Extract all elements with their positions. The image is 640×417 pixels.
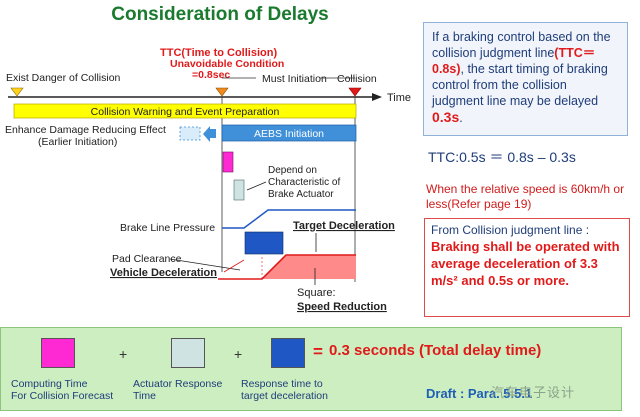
legend-panel: Computing Time For Collision Forecast + … [0,327,622,411]
exist-danger-label: Exist Danger of Collision [6,72,121,84]
vehicle-deceleration-label: Vehicle Deceleration [110,267,217,279]
ttc-value-label: =0.8sec [192,69,230,81]
page-title: Consideration of Delays [111,4,329,25]
enhance-label: Enhance Damage Reducing Effect [5,124,166,136]
exist-danger-marker [10,87,24,97]
info-ttc-value: (TTC＝0.8s) [432,46,596,76]
depend-label-1: Depend on [268,165,317,176]
response-time-label: Response time to target deceleration [241,378,328,402]
info-delay-value: 0.3s [432,109,460,125]
braking-requirement-intro: From Collision judgment line : [431,223,590,237]
brake-line-pressure-label: Brake Line Pressure [120,222,215,234]
computing-time-label: Computing Time For Collision Forecast [11,378,114,402]
pad-clearance-label: Pad Clearance [112,253,182,265]
actuator-response-step [233,179,245,201]
response-time-block [244,231,284,255]
vehicle-deceleration-pointer [223,259,245,273]
pad-clearance-pointer [169,258,241,271]
ttc-formula: TTC:0.5s ＝ 0.8s – 0.3s [428,149,576,165]
time-axis-label: Time [387,92,411,104]
computing-time-step [222,151,234,173]
brake-line-pressure-curve [222,209,356,229]
depend-label-3: Brake Actuator [268,189,334,200]
must-initiation-label: Must Initiation [262,73,327,85]
info-text-2: , the start timing of braking control fr… [432,62,608,108]
aebs-bar [221,124,357,142]
braking-requirement-text: Braking shall be operated with average d… [431,239,620,288]
braking-control-info: If a braking control based on the collis… [423,22,628,136]
total-delay-time: 0.3 seconds (Total delay time) [329,342,542,359]
braking-requirement-box: From Collision judgment line : Braking s… [424,218,630,317]
speed-reduction-label: Speed Reduction [297,301,387,313]
plus-sign-2: + [234,346,243,362]
relative-speed-note: When the relative speed is 60km/h or les… [426,182,625,211]
collision-marker [348,87,362,97]
depend-pointer [246,181,267,191]
target-deceleration-label: Target Deceleration [293,220,395,232]
actuator-response-label: Actuator Response Time [133,378,223,402]
ttc-marker [215,87,229,97]
ttc-label: TTC(Time to Collision) [160,47,277,59]
info-text-1: If a braking control based on the collis… [432,30,611,60]
equals-sign: = [313,342,323,361]
draft-reference: Draft : Para. 5.5.1 [426,386,533,401]
response-time-swatch [271,338,305,368]
aebs-bar-label: AEBS Initiation [254,128,324,140]
earlier-initiation-box [179,126,201,141]
depend-label-2: Characteristic of [268,177,340,188]
warning-bar [13,103,357,119]
plus-sign-1: + [119,346,128,362]
watermark-text: 汽车电子设计 [491,385,576,400]
computing-time-swatch [41,338,75,368]
collision-label: Collision [337,73,377,85]
earlier-initiation-arrow [203,126,216,142]
warning-bar-label: Collision Warning and Event Preparation [91,106,280,118]
unavoidable-label: Unavoidable Condition [170,58,284,70]
earlier-initiation-label: (Earlier Initiation) [38,136,117,148]
speed-reduction-area [232,255,356,279]
vehicle-deceleration-curve [218,254,356,280]
time-axis-arrow [372,93,382,101]
actuator-response-swatch [171,338,205,368]
square-label: Square: [297,287,336,299]
info-text-3: . [459,111,463,125]
timing-diagram: Exist Danger of Collision TTC(Time to Co… [5,47,411,313]
